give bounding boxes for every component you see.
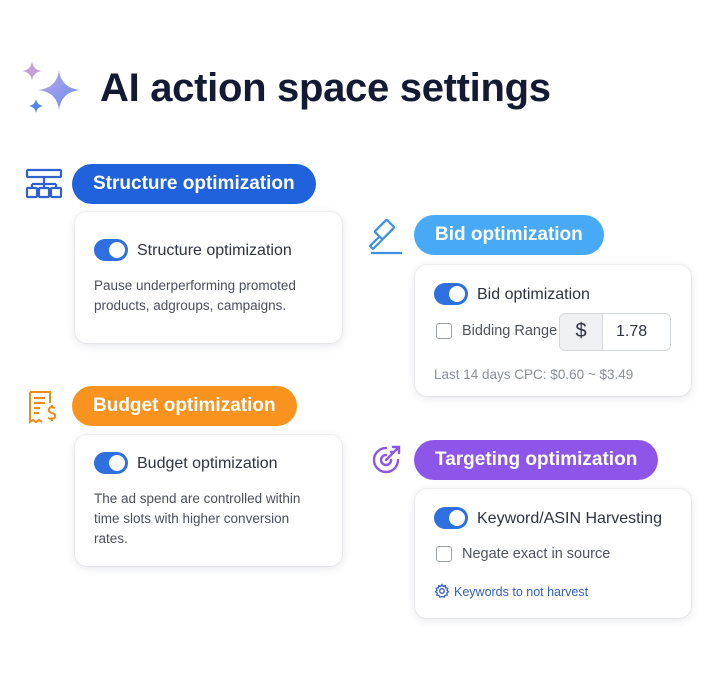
receipt-dollar-icon (26, 389, 62, 425)
structure-toggle-label: Structure optimization (137, 242, 292, 259)
bid-section-label: Bid optimization (414, 215, 604, 255)
structure-toggle[interactable] (94, 239, 128, 261)
bid-card: Bid optimization Bidding Range $ Last 14… (415, 265, 691, 396)
sparkles-icon (18, 58, 82, 122)
structure-card: Structure optimization Pause underperfor… (75, 212, 342, 343)
bidding-range-label: Bidding Range (462, 323, 558, 339)
bid-toggle-label: Bid optimization (477, 286, 590, 303)
harvesting-toggle-label: Keyword/ASIN Harvesting (477, 510, 662, 527)
bid-toggle[interactable] (434, 283, 468, 305)
keywords-not-harvest-label: Keywords to not harvest (454, 585, 589, 599)
gavel-icon (366, 218, 404, 256)
keywords-not-harvest-link[interactable]: Keywords to not harvest (434, 583, 588, 602)
targeting-section-label: Targeting optimization (414, 440, 659, 480)
budget-toggle[interactable] (94, 452, 128, 474)
budget-card: Budget optimization The ad spend are con… (75, 435, 342, 566)
budget-toggle-label: Budget optimization (137, 455, 278, 472)
page-title: AI action space settings (100, 66, 551, 110)
structure-section-label: Structure optimization (72, 164, 316, 204)
negate-exact-label: Negate exact in source (462, 546, 611, 562)
currency-symbol: $ (560, 314, 603, 350)
sitemap-icon (25, 168, 63, 200)
bid-value-field: $ (559, 313, 671, 351)
budget-section-label: Budget optimization (72, 386, 297, 426)
negate-exact-checkbox[interactable] (436, 546, 452, 562)
targeting-card: Keyword/ASIN Harvesting Negate exact in … (415, 489, 691, 618)
structure-description: Pause underperforming promoted products,… (94, 278, 296, 313)
target-icon (368, 442, 404, 478)
bid-value-input[interactable] (603, 314, 670, 350)
bidding-range-checkbox[interactable] (436, 323, 452, 339)
harvesting-toggle[interactable] (434, 507, 468, 529)
cpc-note: Last 14 days CPC: $0.60 ~ $3.49 (434, 367, 634, 382)
budget-description: The ad spend are controlled within time … (94, 491, 301, 546)
gear-icon (434, 583, 450, 602)
